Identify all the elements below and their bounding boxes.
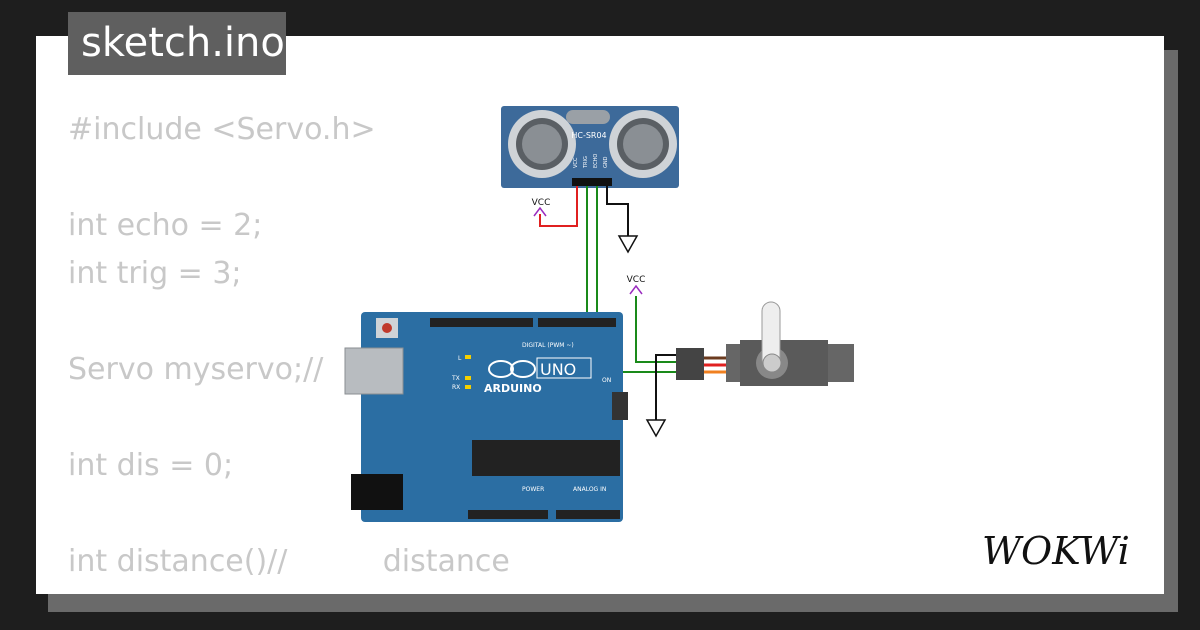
wokwi-logo: WOKWi — [982, 529, 1130, 573]
on-label: ON — [602, 377, 611, 384]
analog-header-label: ANALOG IN — [573, 486, 606, 493]
code-line: { — [68, 586, 510, 594]
sensor-pin-label: VCC — [573, 157, 579, 168]
code-line: Servo myservo;// — [68, 352, 324, 387]
code-preview: #include <Servo.h> int echo = 2; int trig … — [68, 106, 510, 594]
vcc-symbol-1: VCC — [532, 198, 551, 217]
circuit-diagram: HC-SR04 VCC TRIG ECHO GND VCC V — [344, 106, 854, 522]
servo-motor[interactable] — [676, 301, 854, 386]
led-l-label: L — [458, 355, 462, 362]
power-header-label: POWER — [522, 486, 544, 493]
code-line: int dis = 0; — [68, 448, 234, 483]
led-tx-label: TX — [451, 375, 460, 382]
vcc-symbol-2: VCC — [627, 275, 646, 295]
board-model-label: UNO — [540, 360, 576, 379]
code-line: int distance()// distance — [68, 544, 510, 579]
sensor-pin-label: ECHO — [593, 154, 599, 168]
ground-symbol — [617, 235, 639, 254]
code-line: int trig = 3; — [68, 256, 242, 291]
preview-card: #include <Servo.h> int echo = 2; int trig … — [36, 36, 1164, 594]
wokwi-logo-text: WOKWi — [982, 529, 1130, 573]
board-brand-label: ARDUINO — [484, 382, 542, 395]
led-rx-label: RX — [452, 384, 460, 391]
code-line: int echo = 2; — [68, 208, 263, 243]
vcc-label: VCC — [532, 198, 551, 208]
vcc-label: VCC — [627, 275, 646, 285]
code-line: #include <Servo.h> — [68, 112, 376, 147]
digital-header-label: DIGITAL (PWM ~) — [522, 342, 574, 349]
ground-symbol — [645, 419, 667, 438]
sensor-pin-label: TRIG — [583, 156, 589, 169]
arduino-uno-board[interactable]: L TX RX DIGITAL (PWM ~) UNO ARDUINO ON P… — [344, 312, 628, 522]
sensor-pin-label: GND — [603, 156, 609, 168]
file-name-tab[interactable]: sketch.ino — [68, 12, 286, 75]
ultrasonic-sensor[interactable]: HC-SR04 VCC TRIG ECHO GND — [501, 106, 679, 188]
sensor-model-label: HC-SR04 — [571, 131, 606, 140]
